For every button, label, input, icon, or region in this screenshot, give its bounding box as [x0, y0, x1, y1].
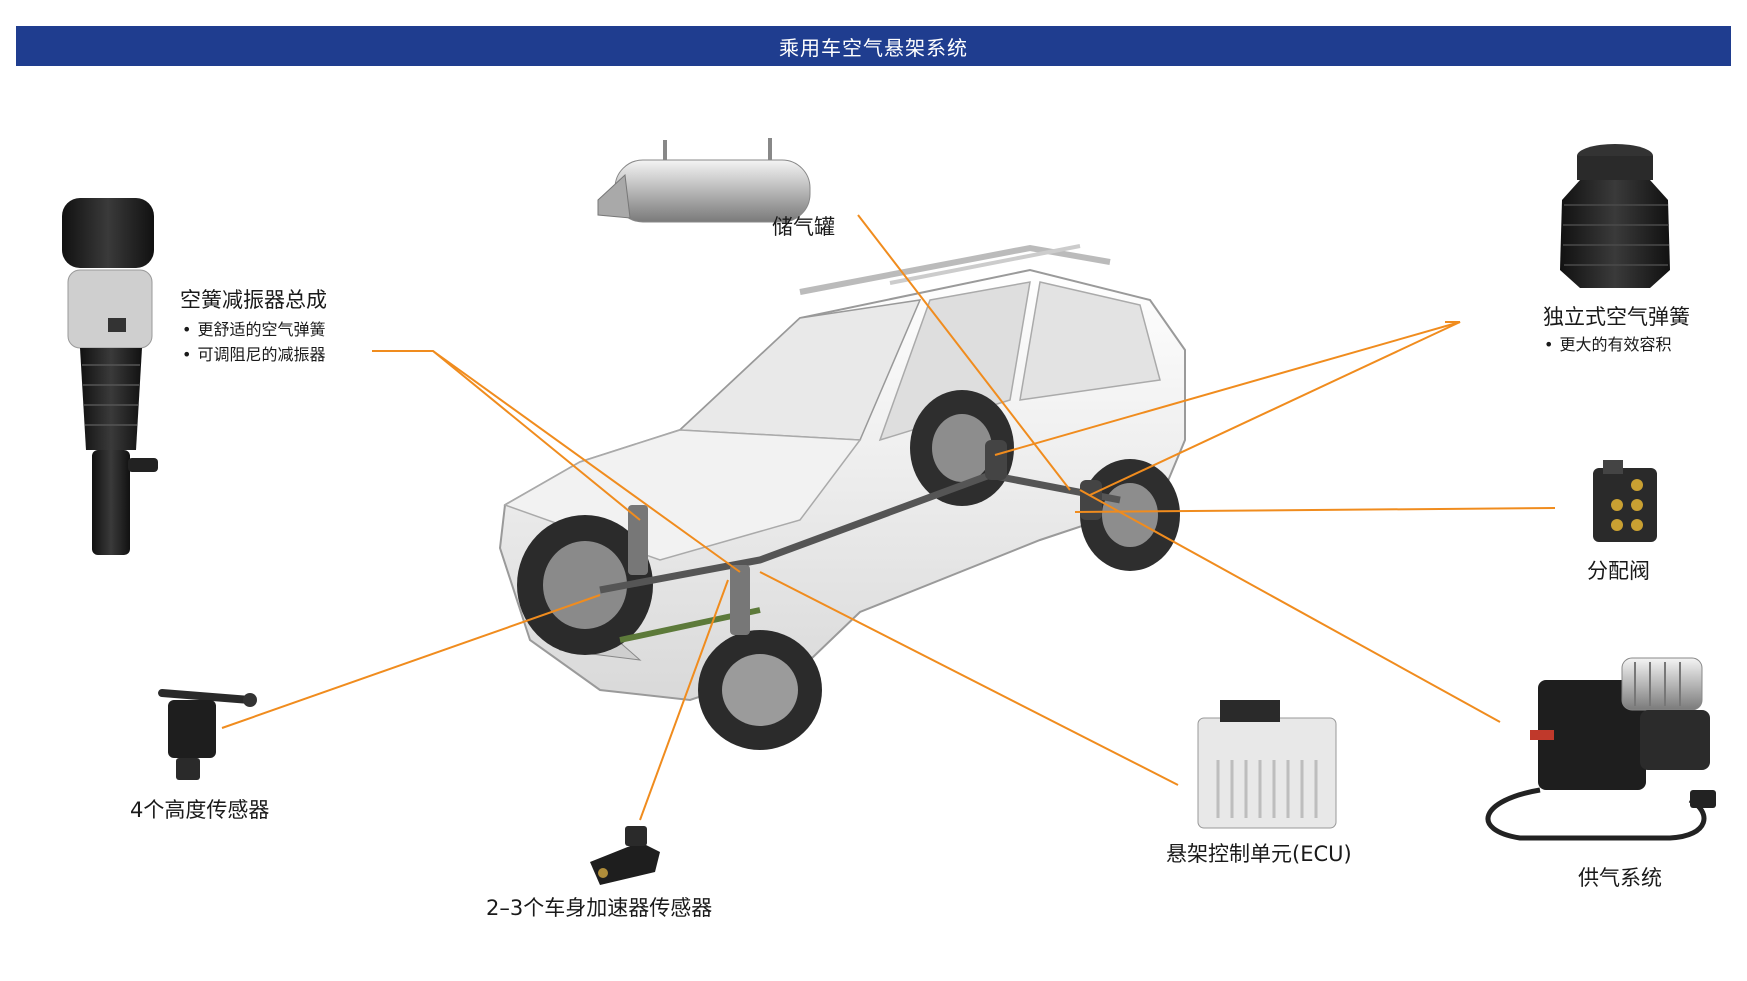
leader-line-accel — [639, 579, 729, 821]
leader-line-ecu — [759, 571, 1179, 786]
air-strut-icon — [62, 198, 158, 555]
page-header: 乘用车空气悬架系统 — [16, 26, 1731, 66]
leader-line-air-strut-2 — [432, 350, 741, 573]
suv-cutaway-illustration — [498, 244, 1186, 750]
leader-line-air-spring-2 — [1089, 321, 1461, 496]
label-height-sensors: 4个高度传感器 — [130, 798, 270, 822]
air-bellows-icon — [1560, 144, 1670, 288]
ecu-module-icon — [1197, 700, 1337, 829]
leader-lines — [221, 214, 1556, 821]
bullet-air-spring-1: 更大的有效容积 — [1544, 331, 1671, 355]
label-distribution-valve: 分配阀 — [1587, 559, 1650, 583]
page-title: 乘用车空气悬架系统 — [779, 35, 968, 60]
compressor-icon — [1485, 657, 1716, 841]
bullet-air-strut-1: 更舒适的空气弹簧 — [182, 316, 325, 340]
label-air-supply: 供气系统 — [1578, 866, 1662, 890]
bullet-air-strut-2: 可调阻尼的减振器 — [182, 341, 325, 365]
label-air-tank: 储气罐 — [772, 215, 835, 239]
valve-block-icon — [1593, 460, 1657, 542]
height-sensor-icon — [158, 689, 257, 780]
label-independent-air-spring: 独立式空气弹簧 — [1543, 305, 1690, 329]
label-acceleration-sensors: 2–3个车身加速器传感器 — [486, 896, 713, 920]
label-air-strut: 空簧减振器总成 — [180, 288, 327, 312]
accel-sensor-icon — [590, 826, 660, 885]
air-tank-icon — [597, 138, 811, 223]
leader-line-valve — [1074, 507, 1556, 513]
label-ecu: 悬架控制单元(ECU) — [1166, 842, 1352, 866]
leader-line-height — [221, 594, 601, 729]
leader-line-air-supply — [1079, 489, 1501, 723]
